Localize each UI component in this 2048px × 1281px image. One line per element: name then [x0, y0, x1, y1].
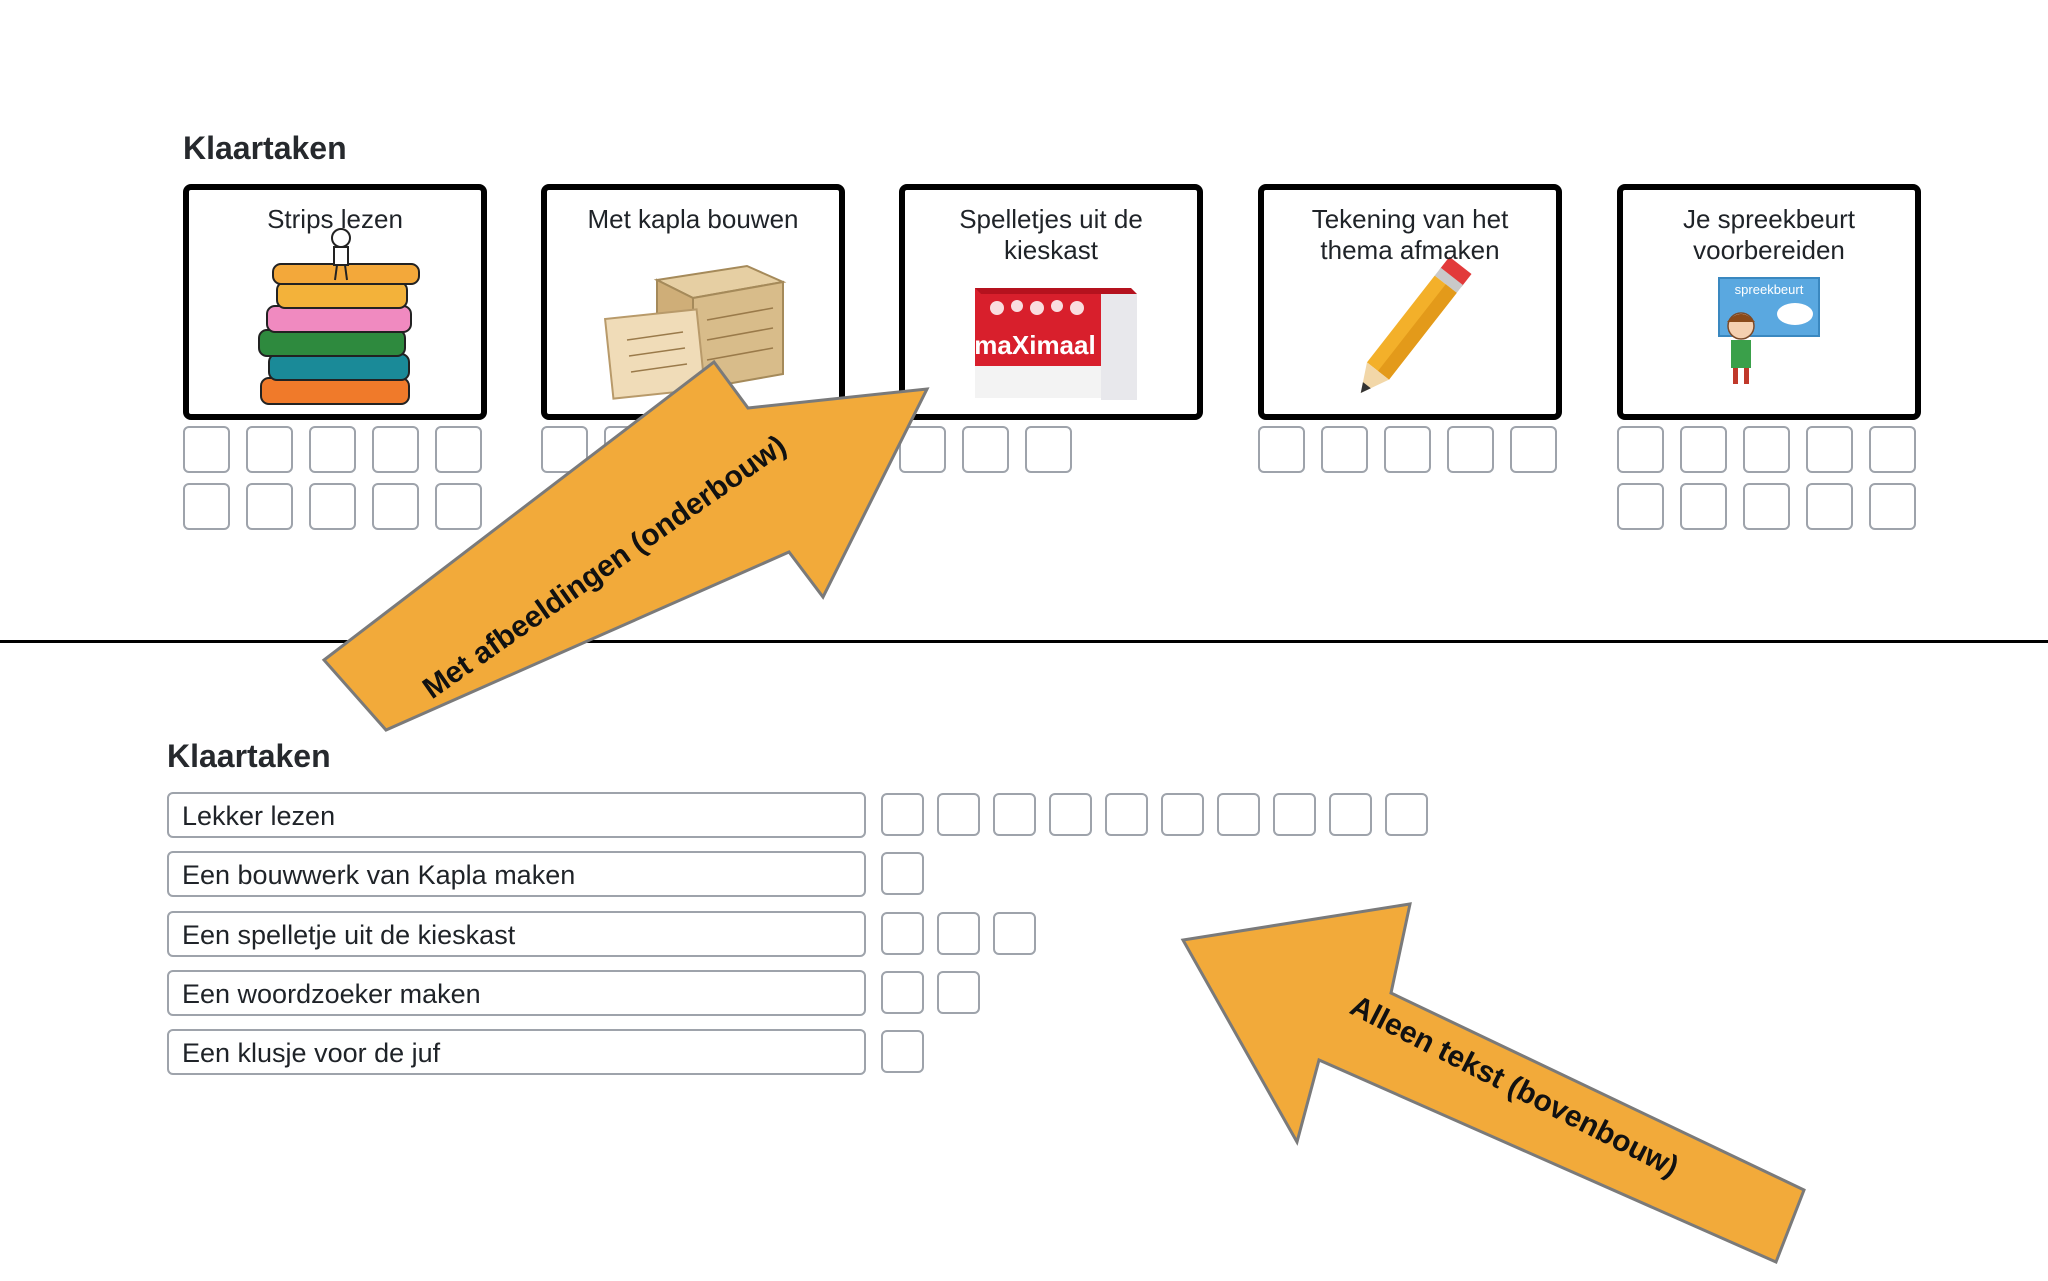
- task-label: Een spelletje uit de kieskast: [182, 920, 516, 950]
- checkbox[interactable]: [881, 852, 924, 895]
- task-row-klusje[interactable]: Een klusje voor de juf: [167, 1029, 866, 1075]
- game-box-icon: maXimaal: [974, 288, 1137, 400]
- checkbox[interactable]: [372, 426, 419, 473]
- checkbox[interactable]: [881, 971, 924, 1014]
- checkbox[interactable]: [1025, 426, 1072, 473]
- books-icon: [258, 228, 420, 405]
- task-row-lekker-lezen[interactable]: Lekker lezen: [167, 792, 866, 838]
- checkbox[interactable]: [1743, 483, 1790, 530]
- task-card-spelletjes[interactable]: maXimaal Spelletjes uit de kieskast: [899, 184, 1203, 420]
- section-title-images: Klaartaken: [183, 130, 347, 166]
- checkbox[interactable]: [372, 483, 419, 530]
- checkbox[interactable]: [309, 426, 356, 473]
- task-row-kapla[interactable]: Een bouwwerk van Kapla maken: [167, 851, 866, 897]
- arrow-images: Met afbeeldingen (onderbouw): [321, 359, 930, 732]
- checkbox[interactable]: [1217, 793, 1260, 836]
- task-card-strips-lezen[interactable]: Strips lezen: [183, 184, 487, 420]
- checkbox[interactable]: [183, 483, 230, 530]
- section-divider: [0, 640, 2048, 643]
- checkbox[interactable]: [1049, 793, 1092, 836]
- screen-text: spreekbeurt: [1735, 282, 1804, 297]
- task-label: Lekker lezen: [182, 801, 336, 831]
- checkbox[interactable]: [1680, 483, 1727, 530]
- task-card-spreekbeurt[interactable]: spreekbeurt Je spreekbeurt voorbereiden: [1617, 184, 1921, 420]
- checkbox[interactable]: [246, 483, 293, 530]
- checkbox[interactable]: [993, 793, 1036, 836]
- checkbox[interactable]: [881, 1030, 924, 1073]
- task-row-spelletje[interactable]: Een spelletje uit de kieskast: [167, 911, 866, 957]
- checkbox[interactable]: [1617, 426, 1664, 473]
- checkbox[interactable]: [309, 483, 356, 530]
- checkbox[interactable]: [246, 426, 293, 473]
- checkbox[interactable]: [1869, 426, 1916, 473]
- task-card-tekening[interactable]: Tekening van het thema afmaken: [1258, 184, 1562, 420]
- checkbox[interactable]: [1743, 426, 1790, 473]
- checkbox[interactable]: [899, 426, 946, 473]
- checkbox[interactable]: [962, 426, 1009, 473]
- checkbox[interactable]: [1447, 426, 1494, 473]
- checkbox[interactable]: [1161, 793, 1204, 836]
- checkbox[interactable]: [881, 912, 924, 955]
- checkbox[interactable]: [993, 912, 1036, 955]
- card-title: Tekening van het thema afmaken: [1311, 204, 1509, 265]
- checkbox[interactable]: [1273, 793, 1316, 836]
- arrow-text: Alleen tekst (bovenbouw): [1180, 902, 1806, 1265]
- checkbox[interactable]: [881, 793, 924, 836]
- checkbox[interactable]: [1806, 426, 1853, 473]
- checkbox[interactable]: [937, 793, 980, 836]
- checkbox[interactable]: [937, 912, 980, 955]
- checkbox[interactable]: [1258, 426, 1305, 473]
- checkbox[interactable]: [1680, 426, 1727, 473]
- checkbox[interactable]: [1510, 426, 1557, 473]
- checkbox[interactable]: [1105, 793, 1148, 836]
- checkbox[interactable]: [1329, 793, 1372, 836]
- task-label: Een bouwwerk van Kapla maken: [182, 860, 576, 890]
- checkbox[interactable]: [937, 971, 980, 1014]
- task-label: Een klusje voor de juf: [182, 1038, 441, 1068]
- game-brand: maXimaal: [974, 330, 1095, 360]
- pencil-icon: [1360, 256, 1472, 394]
- arrow-up-left-shape: [1180, 902, 1806, 1265]
- section-title-text: Klaartaken: [167, 738, 331, 774]
- checkbox[interactable]: [1617, 483, 1664, 530]
- task-label: Een woordzoeker maken: [182, 979, 481, 1009]
- arrow-up-right-shape: [321, 359, 930, 732]
- card-title: Met kapla bouwen: [587, 204, 799, 234]
- card-title: Spelletjes uit de kieskast: [959, 204, 1143, 265]
- kapla-box-icon: [603, 264, 787, 400]
- checkbox[interactable]: [435, 483, 482, 530]
- task-row-woordzoeker[interactable]: Een woordzoeker maken: [167, 970, 866, 1016]
- task-card-kapla[interactable]: Met kapla bouwen: [541, 184, 845, 420]
- checkbox[interactable]: [1385, 793, 1428, 836]
- checkbox[interactable]: [183, 426, 230, 473]
- card-title: Je spreekbeurt voorbereiden: [1683, 204, 1855, 265]
- checkbox[interactable]: [1321, 426, 1368, 473]
- checkbox[interactable]: [1869, 483, 1916, 530]
- card-title: Strips lezen: [267, 204, 403, 234]
- checkbox[interactable]: [1384, 426, 1431, 473]
- checkbox[interactable]: [435, 426, 482, 473]
- presentation-icon: spreekbeurt: [1718, 277, 1820, 384]
- checkbox[interactable]: [1806, 483, 1853, 530]
